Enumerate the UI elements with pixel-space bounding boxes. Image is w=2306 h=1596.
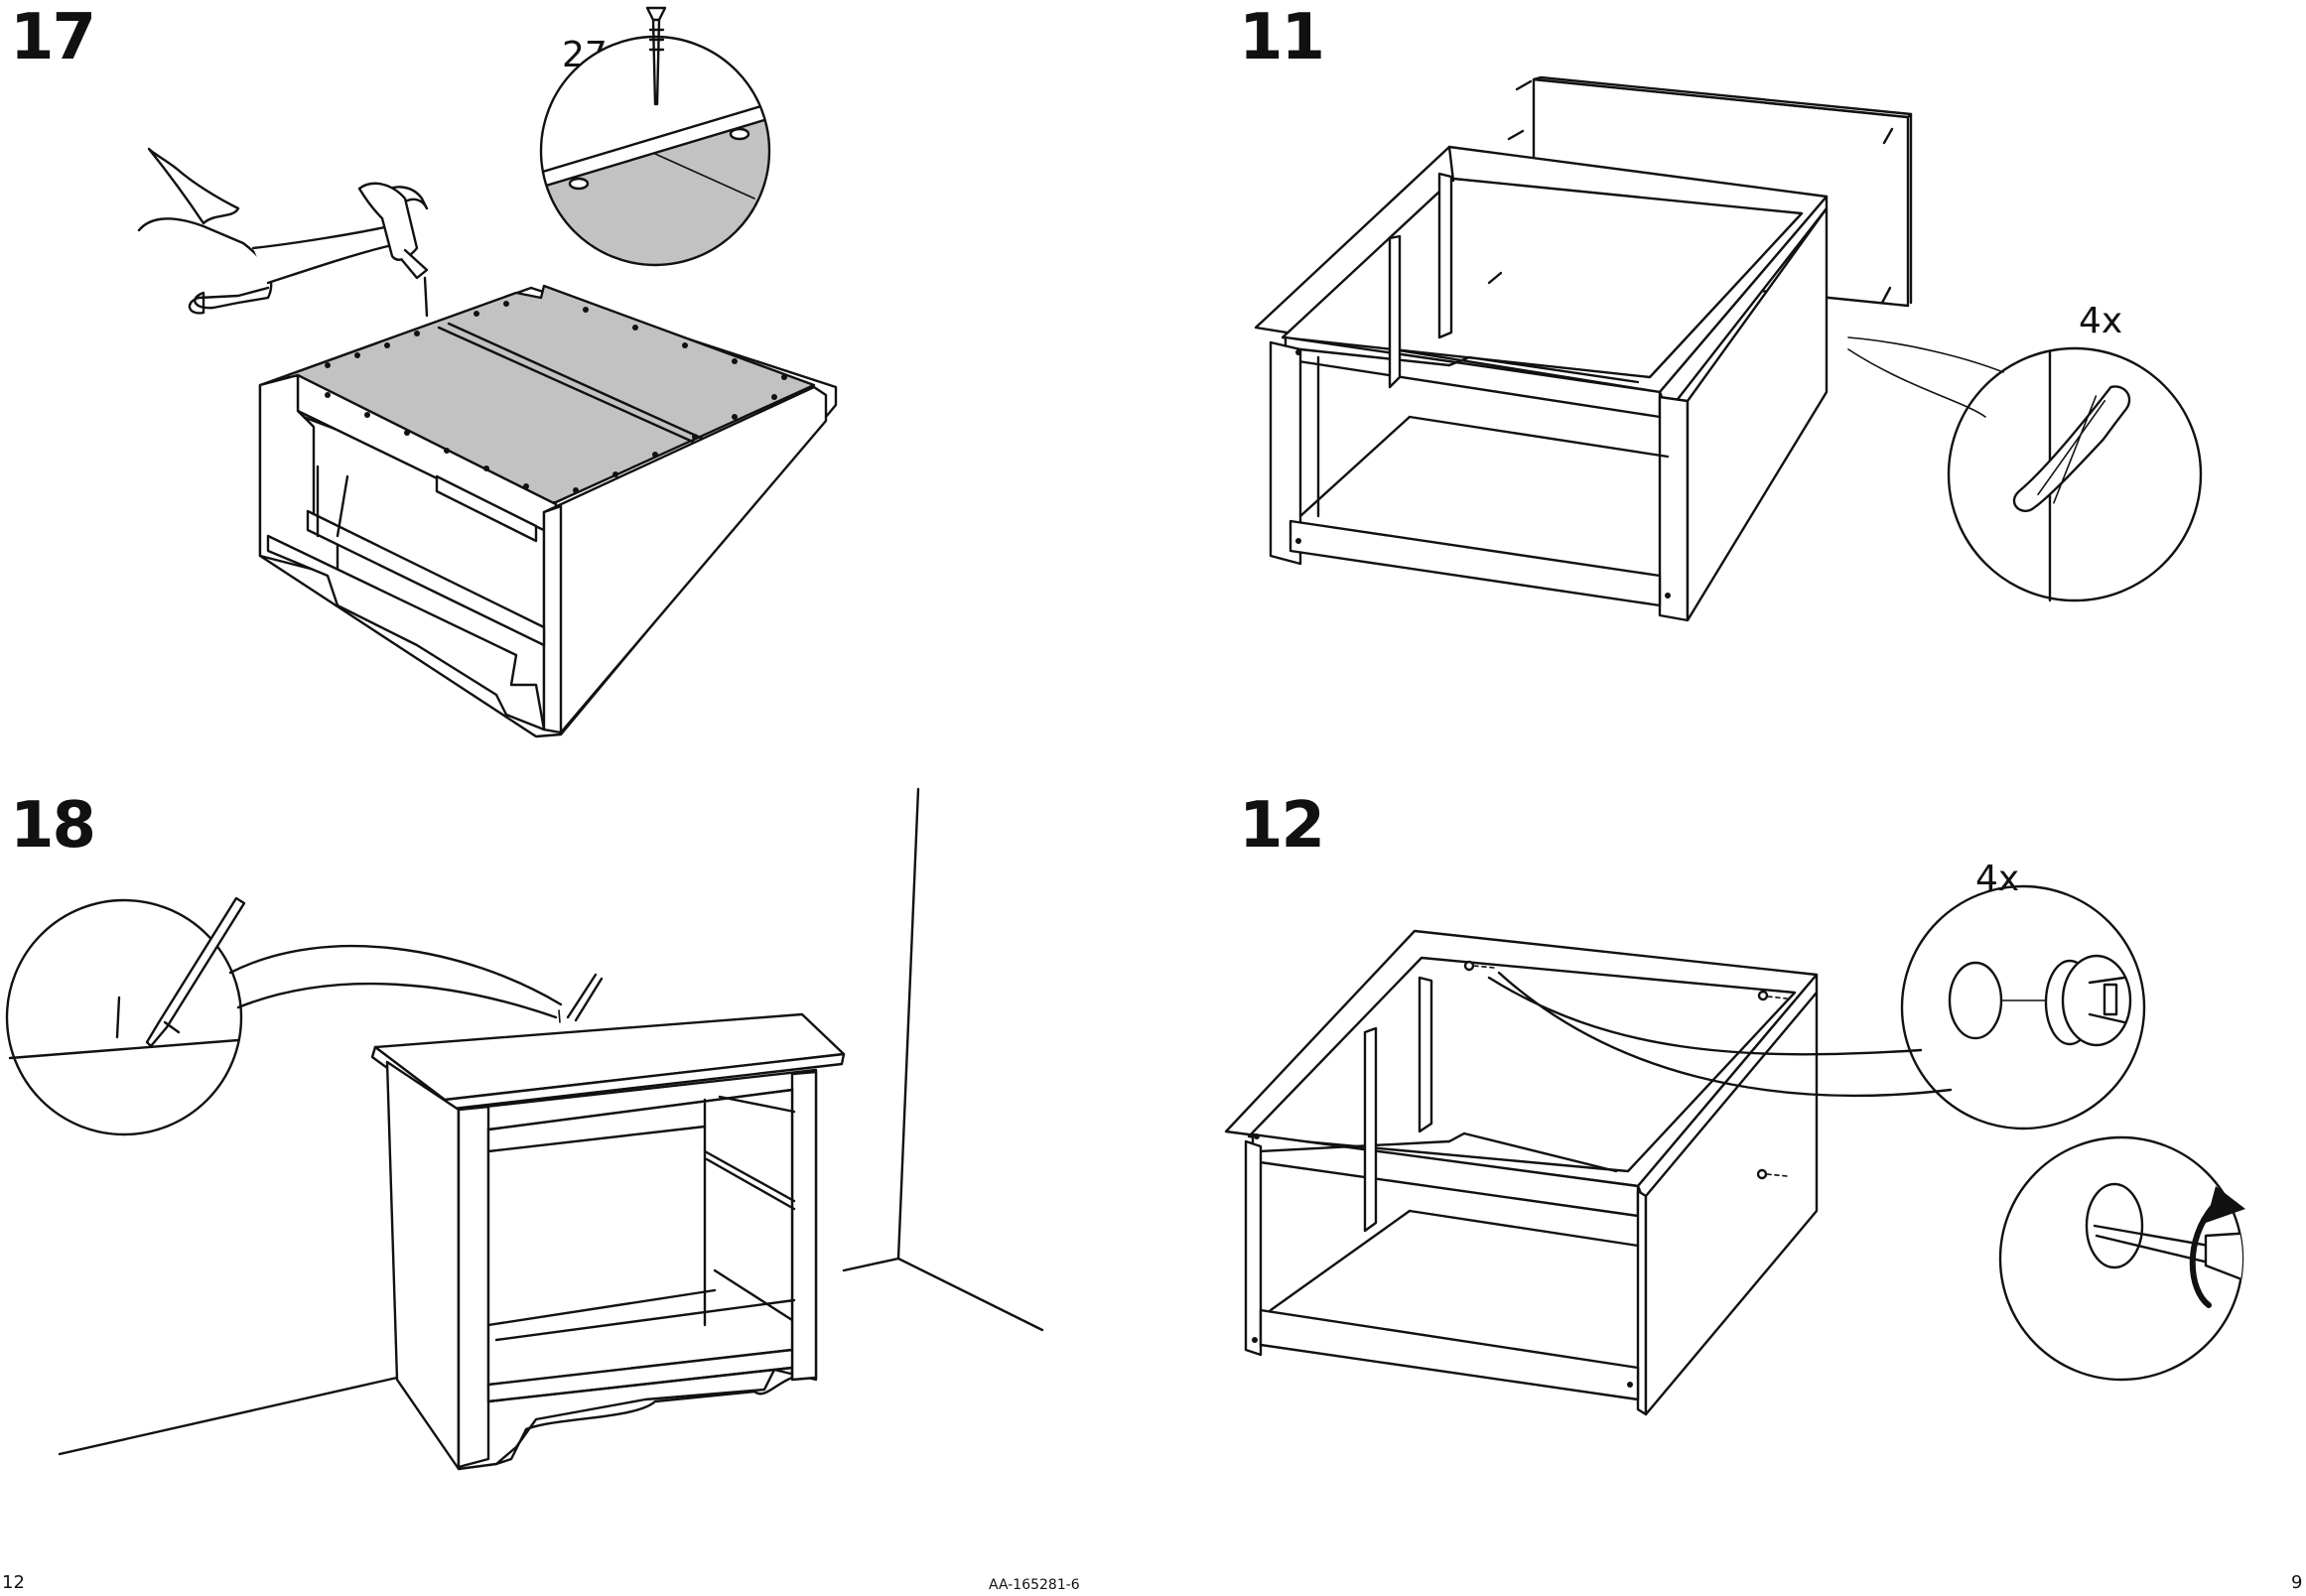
step-12-illustration (1152, 784, 2306, 1519)
step-17-illustration (0, 0, 1152, 784)
cam-lock-icon (2046, 956, 2130, 1045)
page-number-left: 12 (2, 1574, 25, 1592)
page-number-right: 9 (2291, 1574, 2302, 1592)
carcass-frame (1226, 931, 1817, 1414)
dowel-detail-callout (1848, 337, 2201, 600)
dowel-icon (2010, 367, 2133, 531)
screwdriver-detail-callout (2000, 1137, 2283, 1380)
cabinet-upside-down (260, 286, 836, 736)
chest-of-drawers (372, 1014, 844, 1469)
nail-detail-callout (536, 8, 784, 288)
small-pencil-icon (559, 975, 602, 1022)
document-code: AA-165281-6 (989, 1578, 1080, 1592)
carcass-frame (1256, 147, 1827, 620)
hand-hammer-icon (139, 149, 427, 316)
step-11-illustration (1152, 0, 2306, 784)
step-18-illustration (0, 784, 1152, 1519)
